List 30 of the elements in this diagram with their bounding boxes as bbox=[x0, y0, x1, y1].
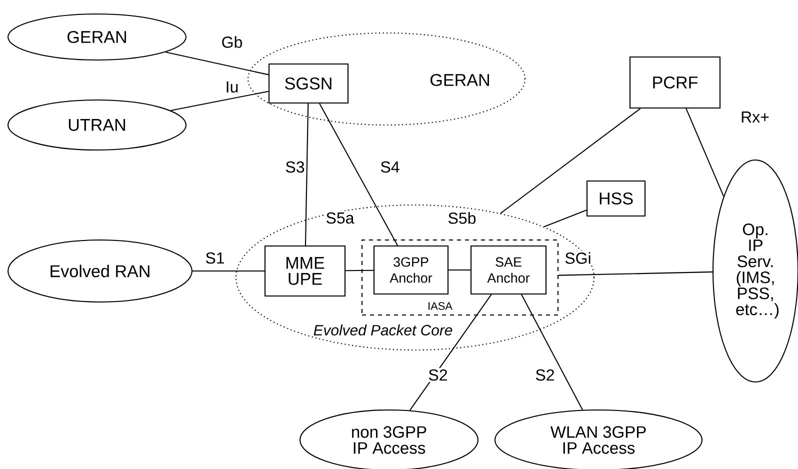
connector-line bbox=[170, 90, 269, 112]
box: 3GPP Anchor bbox=[373, 245, 449, 295]
edge-label: S2 bbox=[534, 368, 556, 382]
edge-label: Rx+ bbox=[739, 110, 771, 124]
connector-line bbox=[448, 269, 470, 271]
connector-line bbox=[686, 108, 724, 196]
connector-line bbox=[304, 104, 309, 246]
connector-line bbox=[521, 294, 584, 410]
connector-line bbox=[409, 294, 492, 411]
box: SAE Anchor bbox=[470, 245, 547, 295]
connector-line bbox=[192, 270, 264, 272]
edge-label: Gb bbox=[220, 34, 244, 50]
box: PCRF bbox=[629, 56, 721, 109]
box: HSS bbox=[586, 180, 646, 217]
connector-line bbox=[558, 271, 712, 276]
edge-label: S4 bbox=[378, 160, 402, 174]
edge-label: S1 bbox=[204, 251, 226, 265]
connector-line bbox=[346, 270, 374, 272]
edge-label: S3 bbox=[284, 160, 306, 174]
connector-line bbox=[319, 103, 398, 246]
edge-label: S5b bbox=[446, 210, 478, 226]
connector-line bbox=[544, 210, 587, 228]
edge-label: Iu bbox=[224, 80, 240, 94]
edge-label: SGi bbox=[563, 250, 593, 266]
box: SGSN bbox=[268, 63, 349, 104]
connector-line bbox=[166, 52, 269, 76]
box: MME UPE bbox=[264, 245, 346, 297]
edge-label: S2 bbox=[426, 368, 450, 382]
connector-line bbox=[500, 108, 641, 214]
edge-label: S5a bbox=[324, 211, 356, 225]
